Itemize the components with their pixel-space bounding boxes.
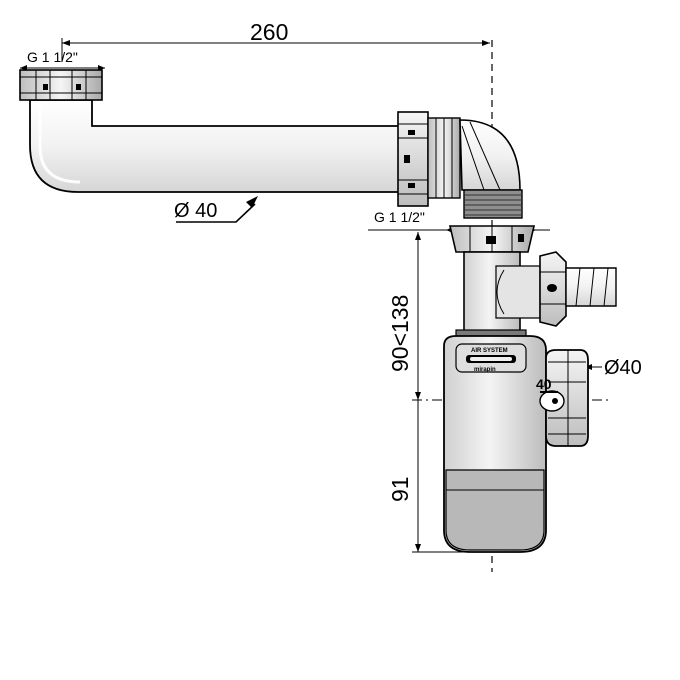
brand-top-text: AIR SYSTEM bbox=[471, 348, 508, 354]
diameter-pointer-line bbox=[176, 203, 256, 223]
pointer-arrow-icon bbox=[246, 196, 258, 208]
pipe-diameter-label: Ø 40 bbox=[174, 200, 217, 222]
arrow-right-icon bbox=[482, 40, 490, 46]
arrow-left-icon bbox=[62, 40, 70, 46]
outlet-nut bbox=[545, 349, 589, 447]
height-range-label: 90<138 bbox=[387, 295, 413, 372]
dimension-labels: 260 G 1 1/2" Ø 40 G 1 1/2" Ø40 90<138 91 bbox=[27, 19, 642, 502]
trap-thread-label: G 1 1/2" bbox=[374, 209, 425, 225]
top-thread-label: G 1 1/2" bbox=[27, 49, 78, 65]
pipe-elbow bbox=[459, 119, 521, 191]
bottom-height-label: 91 bbox=[387, 476, 413, 502]
outlet-size-mark: 40 bbox=[536, 376, 552, 392]
threaded-spigot bbox=[463, 189, 523, 219]
brand-bottom-text: mirapin bbox=[474, 367, 496, 373]
pipe-coupling-nut bbox=[397, 111, 429, 207]
horizontal-pipe bbox=[19, 69, 523, 219]
siphon-trap-body: AIR SYSTEM mirapin 40 bbox=[443, 225, 617, 553]
length-label: 260 bbox=[250, 19, 288, 45]
outlet-diameter-label: Ø40 bbox=[604, 357, 642, 379]
top-thread-collar bbox=[19, 69, 103, 101]
